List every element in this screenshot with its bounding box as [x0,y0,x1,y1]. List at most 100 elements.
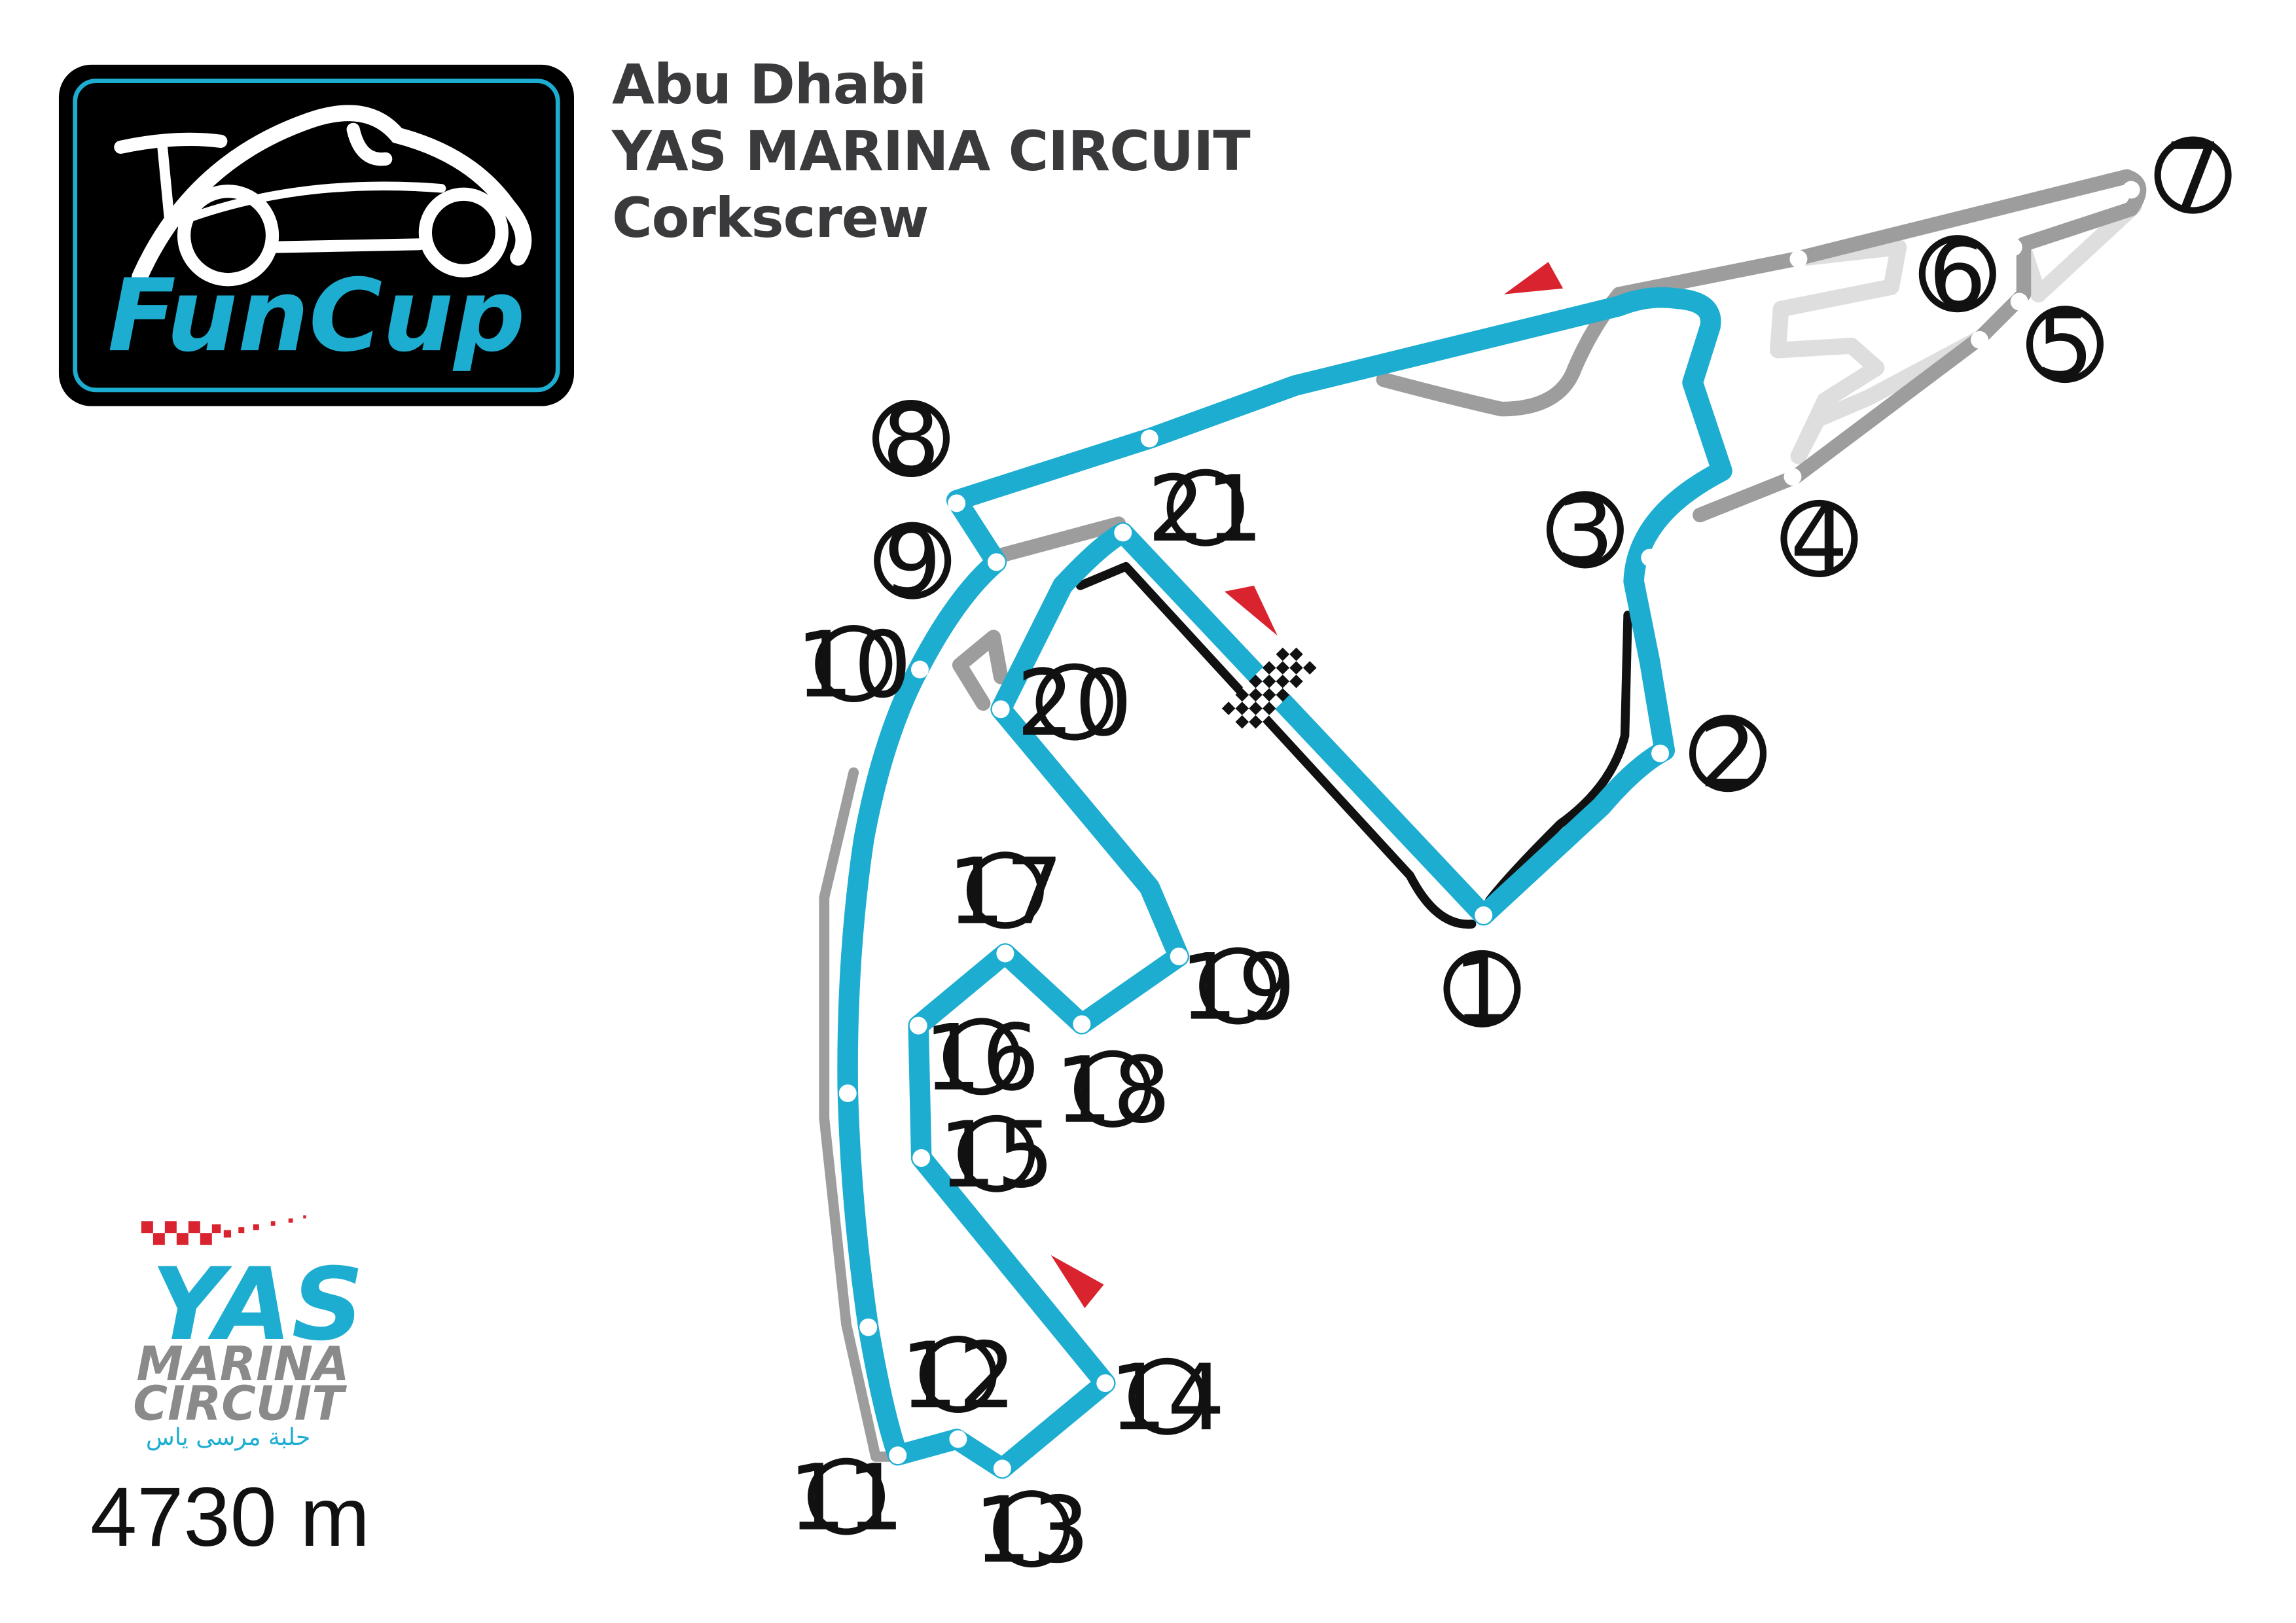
turn-14-label: 14 [1109,1345,1225,1451]
corner-dot [1789,250,1808,268]
turn-12-label: 12 [900,1323,1016,1429]
turn-20-label: 20 [1016,651,1132,757]
turn-11-label: 11 [788,1445,904,1551]
direction-arrow-bottom [1050,1255,1104,1308]
corner-dot [838,1084,857,1103]
turn-21-label: 21 [1147,456,1263,562]
turn-17-label: 17 [947,839,1063,945]
turn-16-number: 16 [924,1005,1039,1111]
turn-10-label: 10 [796,612,912,718]
corner-dot [909,1016,927,1035]
turn-12-circle [919,1335,997,1414]
turn-19-circle [1199,947,1277,1025]
turn-20-circle [1035,663,1113,741]
turn-11-circle [807,1457,886,1535]
corner-dot [2004,238,2022,257]
corner-dot [987,553,1005,571]
turn-21-number: 21 [1147,456,1263,562]
turn-13-label: 13 [974,1477,1090,1583]
direction-arrow-top [1504,262,1564,294]
turn-9-circle [874,522,952,599]
corner-dot [1784,467,1802,486]
turn-16-label: 16 [924,1005,1039,1111]
turn-10-circle [815,625,893,703]
corner-dot [1641,548,1659,567]
turn-18-label: 18 [1054,1037,1170,1143]
turn-16-circle [942,1018,1020,1096]
turn-20-number: 20 [1016,651,1132,757]
turn-10-number: 10 [796,612,912,718]
corner-dot [912,1149,931,1167]
turn-6-label: 6 [1918,222,1996,328]
corner-dot [949,1430,967,1448]
corner-markers [838,181,2140,1478]
turn-1-number: 1 [1453,937,1511,1043]
turn-8-label: 8 [872,387,950,493]
turn-1-label: 1 [1443,937,1521,1043]
turn-17-number: 17 [947,839,1063,945]
corner-dot [948,494,966,512]
turn-12-number: 12 [900,1323,1016,1429]
turn-9-number: 9 [884,509,942,615]
turn-6-number: 6 [1928,222,1986,328]
turn-15-circle [958,1115,1035,1192]
track-length-label: 4730 m [90,1471,370,1564]
turn-3-label: 3 [1546,478,1624,584]
corner-dot [2010,293,2028,311]
turn-15-number: 15 [939,1102,1054,1208]
circuit-title-block: Abu Dhabi YAS MARINA CIRCUIT Corkscrew [612,51,1251,251]
corner-dot [996,944,1014,963]
turn-13-number: 13 [974,1477,1090,1583]
turn-4-circle [1780,499,1858,577]
corner-dot [1651,744,1670,762]
turn-1-circle [1443,950,1521,1027]
turn-5-label: 5 [2026,293,2104,399]
turn-9-label: 9 [874,509,952,615]
corner-dot [910,660,929,679]
turn-3-circle [1546,491,1624,569]
corner-dot [1170,947,1188,965]
turn-2-label: 2 [1689,702,1767,808]
corner-dot [859,1318,878,1336]
turn-18-circle [1074,1050,1152,1128]
turn-21-circle [1166,469,1244,546]
corner-dot [1971,330,1989,349]
turn-13-circle [993,1490,1071,1568]
turn-15-label: 15 [939,1102,1054,1208]
corner-dot [1096,1374,1115,1392]
corner-dot [993,1459,1011,1478]
turn-8-circle [872,400,950,478]
corner-dot [1475,906,1493,925]
turn-18-number: 18 [1054,1037,1170,1143]
turn-7-circle [2154,136,2232,214]
direction-arrows [1050,262,1564,1308]
turn-19-label: 19 [1179,935,1295,1041]
turn-7-label: 7 [2154,124,2232,230]
turn-6-circle [1918,235,1996,313]
corner-dot [1073,1015,1091,1033]
turn-4-label: 4 [1780,487,1858,593]
turn-3-number: 3 [1556,478,1615,584]
turn-5-circle [2026,306,2104,383]
corner-dot [889,1446,907,1465]
corner-dot [992,700,1010,719]
corner-dot [1114,524,1132,542]
turn-14-number: 14 [1109,1345,1225,1451]
turn-8-number: 8 [882,387,941,493]
corner-dot [1140,429,1158,448]
turn-4-number: 4 [1790,487,1848,593]
turn-5-number: 5 [2036,293,2094,399]
turn-7-number: 7 [2164,124,2222,230]
turn-17-circle [966,851,1044,929]
layout-name-title: Corkscrew [612,186,929,250]
turn-19-number: 19 [1179,935,1295,1041]
direction-arrow-middle [1224,585,1278,636]
corner-dot [2122,181,2140,199]
turn-2-number: 2 [1699,702,1757,808]
turn-2-circle [1689,715,1767,793]
turn-11-number: 11 [788,1445,904,1551]
circuit-name-title: YAS MARINA CIRCUIT [612,119,1251,183]
